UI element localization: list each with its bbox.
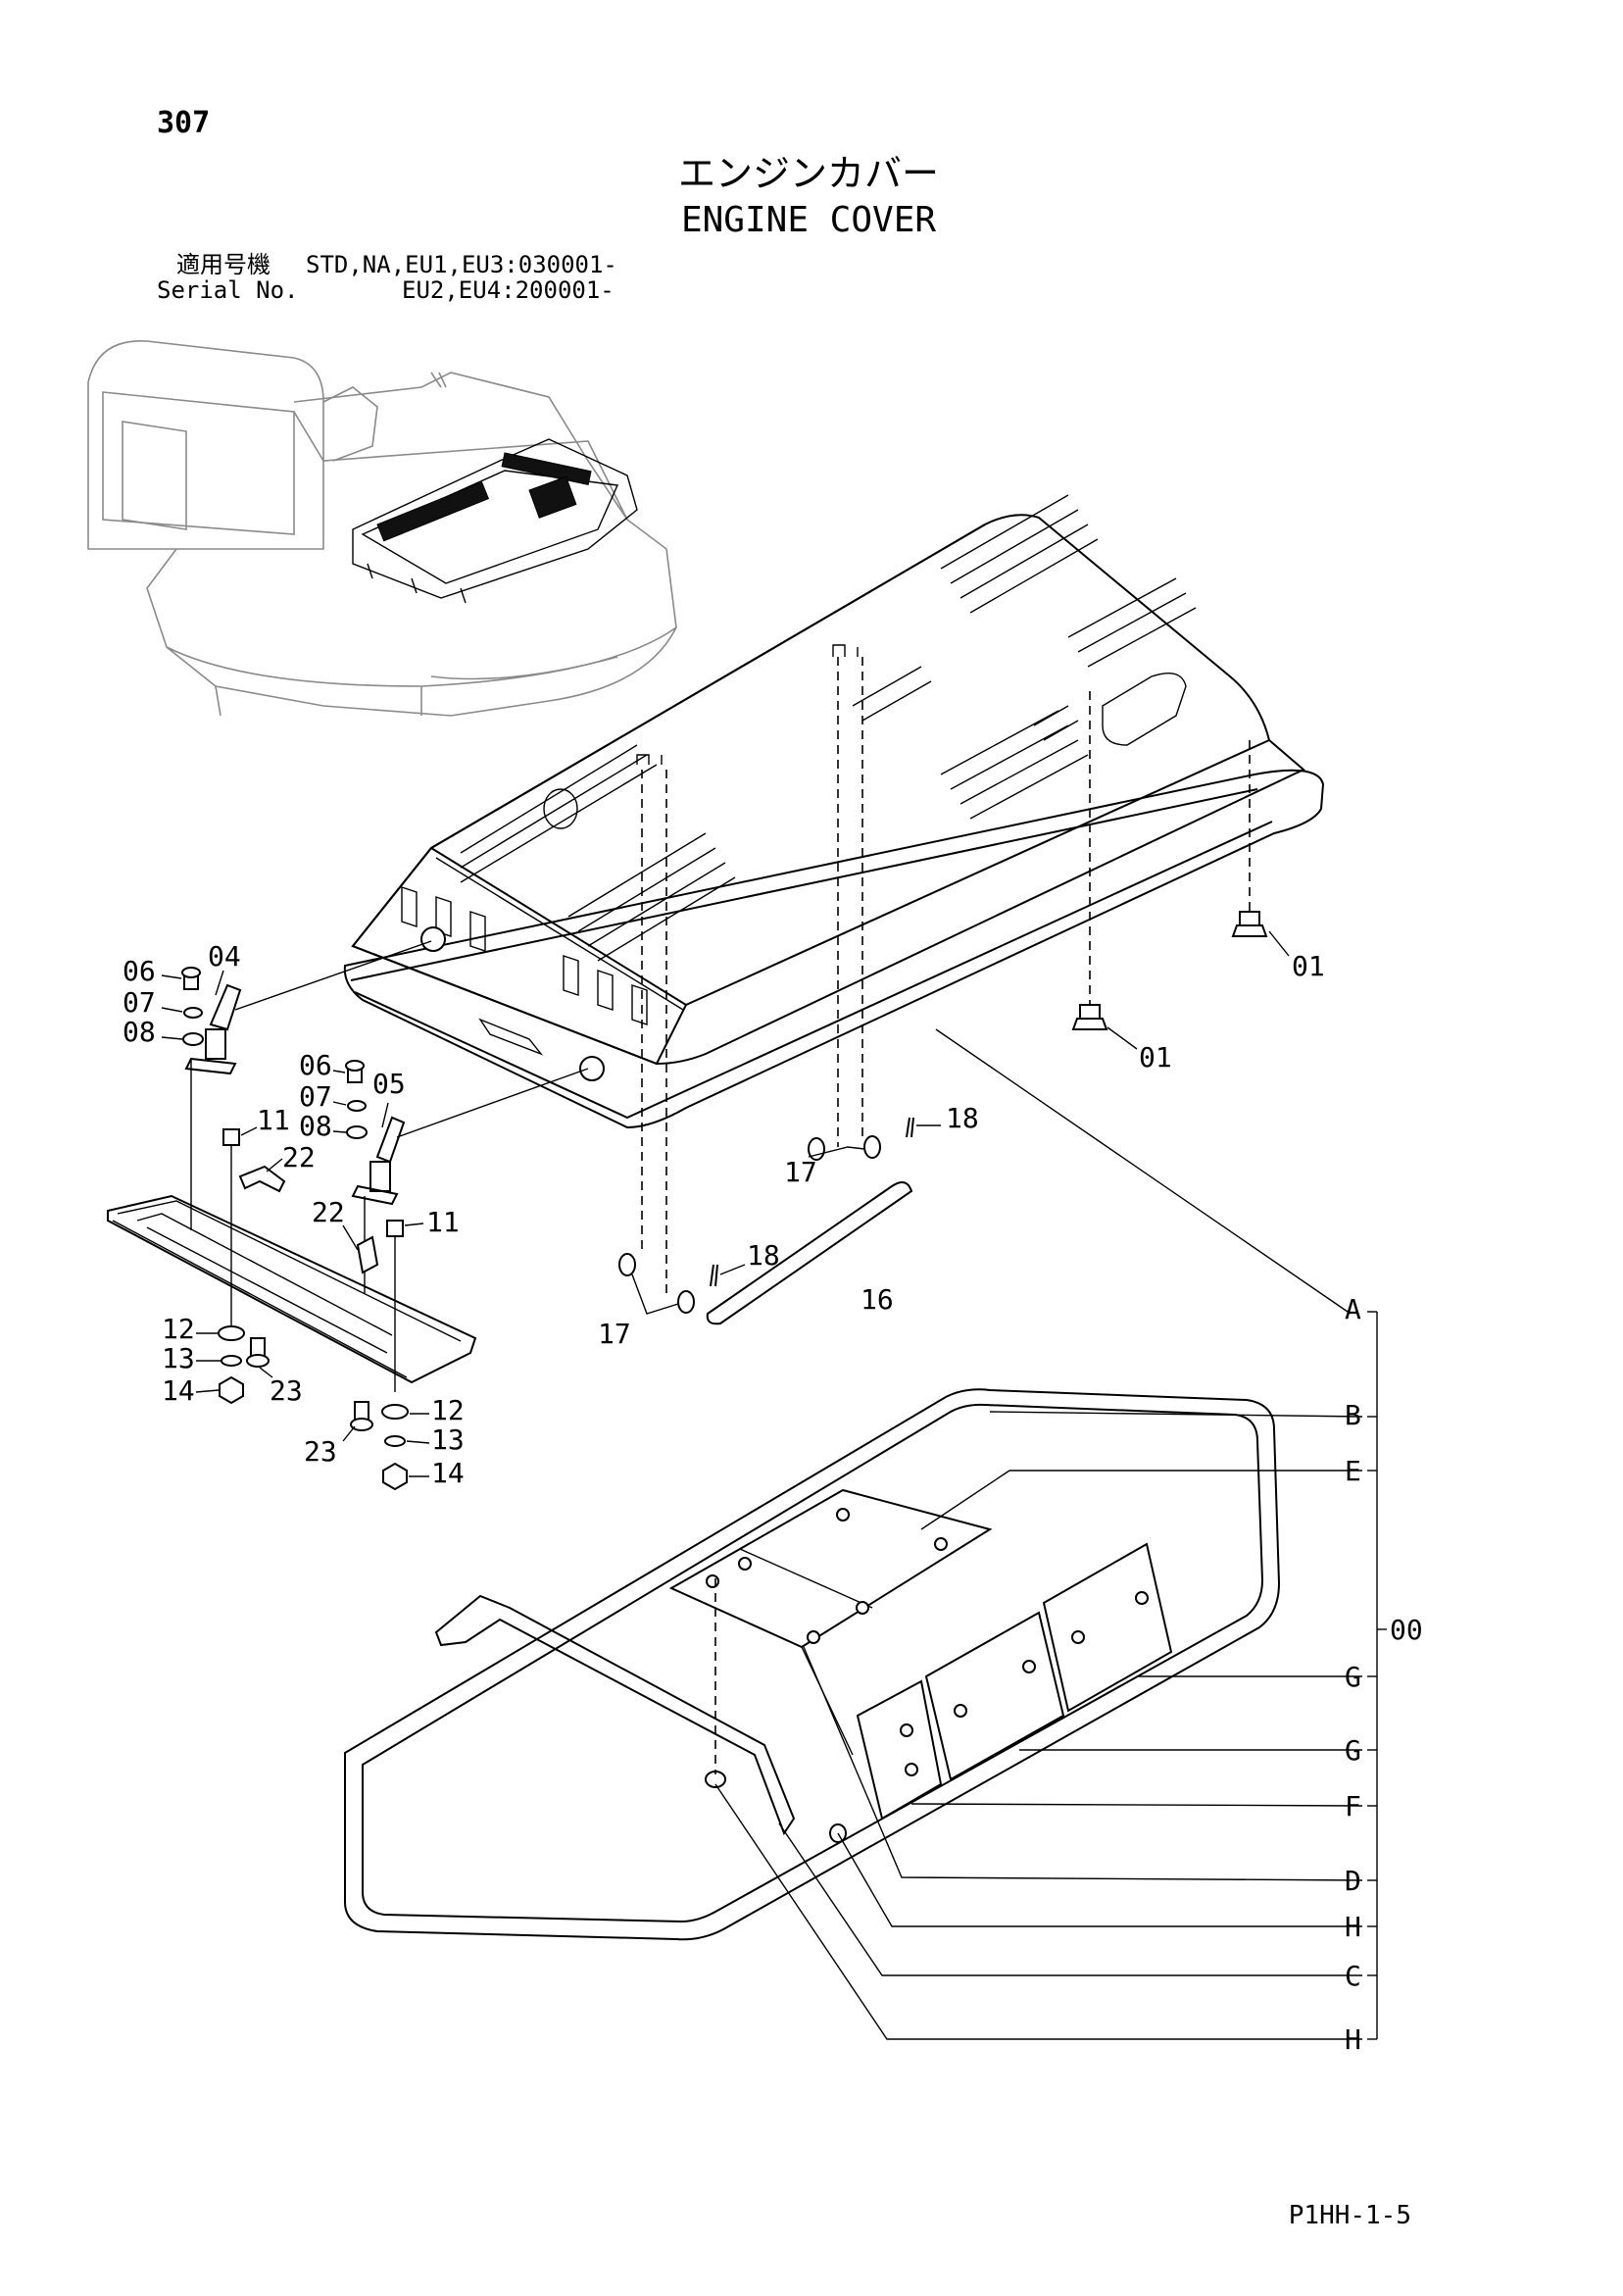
assembly-letter-h: H: [1345, 1911, 1361, 1943]
engine-cover-main: [343, 494, 1325, 1129]
latch-04: [184, 983, 242, 1075]
callout-17: 17: [598, 1318, 631, 1350]
washer-17: [863, 1135, 881, 1159]
diagram-code: P1HH-1-5: [1289, 2201, 1411, 2230]
bolt-11: [386, 1220, 404, 1392]
washer-13: [384, 1435, 406, 1447]
callout-06: 06: [299, 1049, 332, 1081]
callout-01: 01: [1139, 1041, 1172, 1073]
serial-label-japanese: 適用号機: [176, 251, 270, 278]
callout-06: 06: [123, 955, 156, 987]
washer-07: [347, 1100, 367, 1112]
page-number: 307: [157, 106, 210, 140]
latch-05: [351, 1116, 406, 1206]
title-english: ENGINE COVER: [681, 200, 936, 240]
callout-22: 22: [282, 1141, 316, 1173]
machine-location-thumbnail: [87, 340, 677, 717]
nut-14: [382, 1462, 408, 1491]
washer-08: [346, 1125, 368, 1139]
callout-12: 12: [431, 1394, 465, 1426]
screw-06: [181, 967, 201, 990]
callout-01: 01: [1292, 950, 1325, 982]
callout-18: 18: [747, 1239, 780, 1272]
callout-12: 12: [162, 1313, 195, 1345]
callout-11: 11: [426, 1206, 460, 1238]
assembly-letter-h: H: [1345, 2023, 1361, 2056]
callout-16: 16: [861, 1283, 894, 1316]
callout-22: 22: [312, 1196, 345, 1228]
front-vent-openings: [401, 886, 648, 1025]
serial-range-line-1: STD,NA,EU1,EU3:030001-: [306, 251, 617, 278]
nut-14: [219, 1375, 244, 1405]
callout-07: 07: [299, 1080, 332, 1113]
bolt-01-right: [1231, 911, 1290, 957]
clamp-22: [356, 1235, 379, 1274]
assembly-letter-c: C: [1345, 1960, 1361, 1992]
callout-13: 13: [431, 1423, 465, 1456]
bolt-11: [222, 1128, 240, 1328]
assembly-letter-e: E: [1345, 1455, 1361, 1487]
callout-17: 17: [784, 1156, 817, 1188]
callout-23: 23: [270, 1374, 303, 1407]
washer-08: [182, 1032, 204, 1046]
assembly-letter-g: G: [1345, 1661, 1361, 1693]
clip-18: [906, 1117, 914, 1138]
stud-23: [350, 1401, 373, 1431]
assembly-letter-g: G: [1345, 1734, 1361, 1767]
serial-label-english: Serial No.: [157, 276, 299, 304]
washer-12: [381, 1404, 409, 1420]
clamp-22: [238, 1165, 286, 1193]
assembly-letter-f: F: [1345, 1790, 1361, 1822]
callout-18: 18: [946, 1102, 979, 1134]
latch-base-plate: [107, 1059, 477, 1384]
callout-05: 05: [372, 1068, 406, 1100]
assembly-guide-lines: [641, 657, 1251, 1294]
seal-frame-assembly: [344, 1388, 1281, 1941]
stay-rod-16: [706, 1181, 913, 1325]
callout-14: 14: [431, 1457, 465, 1489]
stud-23: [246, 1337, 270, 1368]
title-japanese: エンジンカバー: [678, 152, 939, 195]
serial-range-line-2: EU2,EU4:200001-: [402, 276, 615, 304]
cover-vent-slots: [460, 494, 1197, 962]
assembly-leader-lines: [714, 1028, 1363, 2040]
callout-13: 13: [162, 1342, 195, 1374]
assembly-letter-b: B: [1345, 1399, 1361, 1431]
assembly-letter-a: A: [1345, 1293, 1361, 1325]
washer-17: [618, 1253, 636, 1276]
callout-08: 08: [299, 1110, 332, 1142]
callout-23: 23: [304, 1435, 337, 1468]
callout-11: 11: [257, 1104, 290, 1136]
washer-13: [221, 1355, 242, 1367]
clip-18: [710, 1264, 718, 1287]
callout-14: 14: [162, 1374, 195, 1407]
callout-04: 04: [208, 940, 241, 973]
assembly-group-bracket: [1367, 1311, 1387, 2040]
assembly-group-label: 00: [1390, 1614, 1423, 1646]
screw-06: [345, 1060, 365, 1083]
washer-07: [183, 1007, 203, 1019]
callout-08: 08: [123, 1016, 156, 1048]
assembly-letter-d: D: [1345, 1865, 1361, 1897]
callout-07: 07: [123, 986, 156, 1019]
washer-17: [677, 1290, 695, 1314]
bolt-01-center: [1071, 1004, 1138, 1050]
washer-12: [218, 1325, 245, 1341]
